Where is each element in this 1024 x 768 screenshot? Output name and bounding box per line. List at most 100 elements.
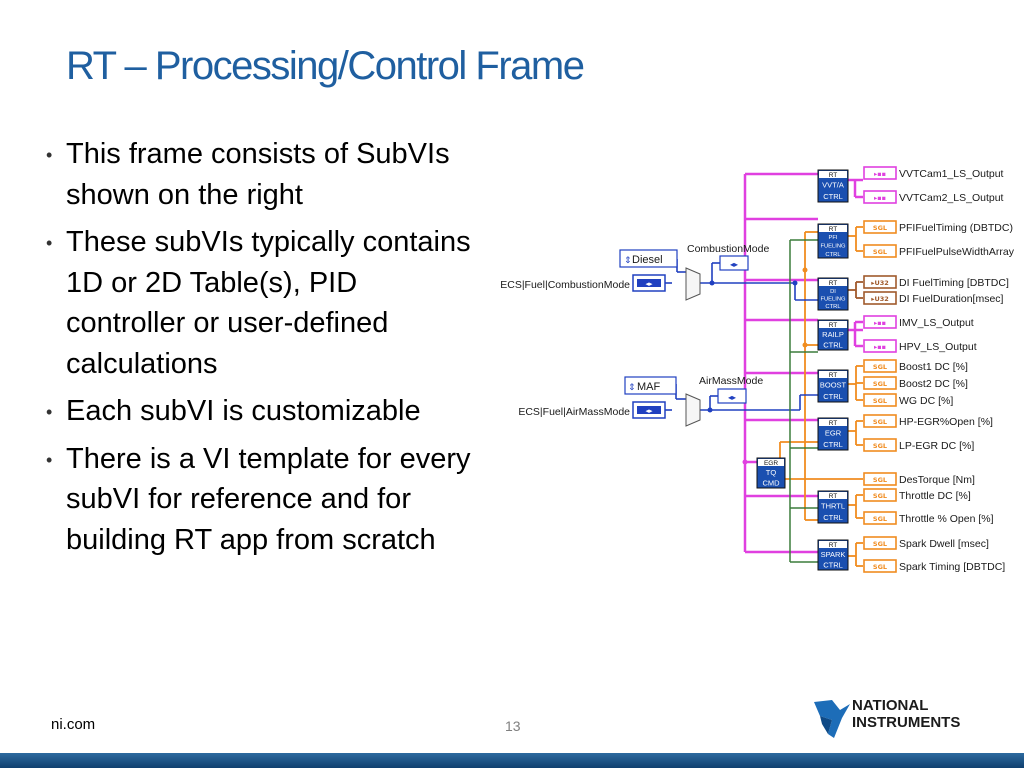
output-label: DI FuelTiming [DBTDC] [899,277,1009,289]
subvi-tag: RT [829,322,838,329]
indicator-type-icon: SGL [873,418,887,426]
output-indicator[interactable]: SGL PFIFuelTiming (DBTDC) [863,220,1013,234]
local-variable-label: CombustionMode [687,243,769,255]
logo-line: INSTRUMENTS [852,714,961,731]
output-indicator[interactable]: ▸▪▪ VVTCam1_LS_Output [863,166,1004,180]
output-indicator[interactable]: ▸▪▪VVTCam2_LS_Output [863,190,1004,204]
output-indicator[interactable]: SGL WG DC [%] [863,393,953,407]
subvi-label: CTRL [823,392,843,401]
wire-junction [802,342,808,348]
indicator-type-icon: SGL [873,224,887,232]
bullet-text: There is a VI template for every subVI f… [66,442,471,556]
subvi-tag: RT [829,542,838,549]
indicator-type-icon: SGL [873,563,887,571]
subvi-tag: RT [829,372,838,379]
output-label: Throttle DC [%] [899,490,971,502]
subvi-label: BOOST [820,380,847,389]
output-indicator[interactable]: ▸▪▪HPV_LS_Output [863,339,977,353]
bullet-text: This frame consists of SubVIs shown on t… [66,138,450,211]
subvi-label: THRTL [821,501,845,510]
subvi-label: EGR [825,428,842,437]
indicator-type-icon: SGL [873,248,887,256]
bullet-text: Each subVI is customizable [66,395,421,427]
local-variable-node[interactable] [719,255,749,271]
indicator-type-icon: SGL [873,540,887,548]
enum-arrow-icon: ◂▸ [645,407,653,415]
wire-junction [707,407,713,413]
local-variable-node[interactable] [717,388,747,404]
output-indicator[interactable]: ▸▪▪IMV_LS_Output [863,315,974,329]
wire-junction [742,459,748,465]
subvi-tag: RT [829,172,838,179]
enum-constant[interactable] [624,376,677,395]
bullet-item: •Each subVI is customizable [44,391,474,432]
slide-title: RT – Processing/Control Frame [66,44,585,88]
footer-site: ni.com [51,716,96,733]
input-airmass-mode: ⇕ MAF ECS|Fuel|AirMassMode ◂▸ AirMassMod… [518,375,763,427]
indicator-type-icon: ▸▪▪ [874,170,886,178]
u32-wire [848,281,863,299]
indicator-type-icon: SGL [873,397,887,405]
output-label: Throttle % Open [%] [899,513,994,525]
indicator-type-icon: SGL [873,492,887,500]
indicator-type-icon: SGL [873,515,887,523]
output-indicator[interactable]: SGL Throttle DC [%] [863,488,971,502]
wires [665,172,863,567]
wire-junction [792,280,798,286]
output-indicator[interactable]: SGL Throttle % Open [%] [863,511,994,525]
subvi-label: RAILP [822,330,844,339]
output-indicator[interactable]: SGL Spark Dwell [msec] [863,536,989,550]
output-label: VVTCam2_LS_Output [899,192,1004,204]
indicator-type-icon: SGL [873,442,887,450]
subvi-label: CTRL [823,192,843,201]
indicator-type-icon: SGL [873,363,887,371]
subvi-label: VVT/A [822,180,844,189]
bullet-text: These subVIs typically contains 1D or 2D… [66,226,471,380]
subvi-tag: EGR [764,460,778,467]
ni-eagle-logo-icon [814,700,850,738]
enum-arrow-icon: ⇕ [624,256,632,266]
subvi-label: CTRL [823,560,843,569]
output-label: Spark Dwell [msec] [899,538,989,550]
subvi-label: CTRL [823,340,843,349]
subvi-label: CTRL [825,304,841,310]
subvi-layer: RTVVT/ACTRLRTPFIFUELINGCTRLRTDIFUELINGCT… [756,169,849,571]
bottom-bar [0,753,1024,768]
page-number: 13 [505,718,521,734]
indicator-type-icon: ▸U32 [871,295,889,303]
enum-constant[interactable] [619,249,678,268]
select-node[interactable] [685,393,701,427]
enum-arrow-icon: ⇕ [628,383,636,393]
subvi-tag: RT [829,280,838,287]
subvi-tag: RT [829,226,838,233]
output-label: PFIFuelTiming (DBTDC) [899,222,1013,234]
output-label: WG DC [%] [899,395,953,407]
select-node[interactable] [685,267,701,301]
output-label: VVTCam1_LS_Output [899,168,1004,180]
bullet-dot-icon: • [46,145,53,165]
subvi-label: SPARK [821,550,846,559]
output-label: DI FuelDuration[msec] [899,293,1004,305]
indicator-type-icon: SGL [873,476,887,484]
output-indicator[interactable]: ▸U32 DI FuelDuration[msec] [863,291,1004,305]
bullet-dot-icon: • [46,449,53,470]
bullet-item: • There is a VI template for every subVI … [44,439,474,561]
indicator-type-icon: SGL [873,380,887,388]
